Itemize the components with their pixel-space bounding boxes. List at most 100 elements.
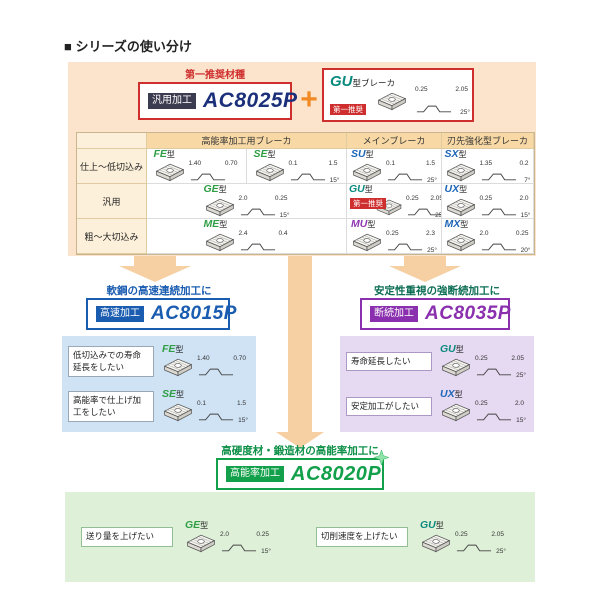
breaker-code: MU (351, 219, 368, 230)
breaker-label: MX型 (445, 219, 531, 230)
breaker-label: SU型 (351, 149, 437, 160)
insert-icon (351, 231, 383, 253)
breaker-suffix: 型 (364, 184, 373, 194)
profile-drawing (476, 410, 512, 423)
breaker-code: GU (420, 518, 436, 531)
dim-value: 1.5 (236, 400, 246, 407)
dim-value: 0.1 (386, 159, 396, 167)
insert-icon (204, 196, 236, 218)
table-cell: FE型 1.40 0.70 (147, 149, 247, 184)
grade-name-ac8035p: AC8035P (425, 303, 511, 324)
breaker-code: SU (351, 149, 366, 160)
grade-name-ac8020p: AC8020P (291, 462, 382, 485)
profile-drawing (198, 410, 234, 423)
dim-value: 0.4 (278, 229, 288, 237)
dim-value: 2.05 (511, 355, 524, 362)
breaker-suffix: 型 (267, 149, 276, 159)
breaker-code: GU (349, 184, 365, 195)
breaker-suffix: 型 (367, 219, 376, 229)
breaker-label: GE型 (204, 184, 290, 195)
profile-drawing (240, 205, 276, 218)
breaker-suffix: 型 (218, 184, 227, 194)
breaker-label: SE型 (162, 389, 248, 400)
breaker-suffix: 型 (458, 149, 467, 159)
profile-drawing (240, 240, 276, 253)
insert-icon (154, 161, 186, 183)
grade-name-ac8015p: AC8015P (151, 303, 237, 324)
first-recommend-grade-label: 第一推奨材種 (185, 70, 245, 81)
breaker-label: UX型 (440, 389, 526, 400)
breaker-label: MU型 (351, 219, 437, 230)
col-header-high-efficiency: 高能率加工用ブレーカ (147, 133, 347, 149)
use-case-text: 高能率で仕上げ加工をしたい (68, 391, 154, 422)
breaker-suffix: 型 (219, 219, 228, 229)
grade-box-ac8020p: 高能率加工 AC8020P (216, 449, 390, 490)
sparkle-icon (373, 449, 390, 466)
dim-value: 1.35 (479, 159, 493, 167)
dim-value: 2.05 (491, 530, 504, 538)
breaker-label: FE型 (154, 149, 240, 160)
insert-icon (185, 532, 217, 554)
dim-value: 7° (524, 176, 531, 184)
dim-value: 25° (427, 246, 437, 254)
grade-box-ac8025p: 汎用加工 AC8025P (138, 82, 297, 120)
insert-icon (351, 161, 383, 183)
grade-box-ac8035p: 断続加工 AC8035P (360, 298, 510, 330)
profile-drawing (190, 170, 226, 183)
dim-value: 0.70 (224, 159, 238, 167)
flow-arrow-center-shaft (288, 256, 312, 432)
profile-drawing (290, 170, 326, 183)
profile-drawing (407, 205, 441, 218)
dimension-diagram: 1.40 0.70 (188, 160, 240, 184)
dim-value: 0.25 (256, 530, 269, 538)
breaker-code: SX (444, 149, 459, 160)
first-recommend-badge: 第一推奨 (330, 104, 366, 115)
dim-value: 1.40 (188, 159, 202, 167)
breaker-table: 高能率加工用ブレーカ メインブレーカ 刃先強化型ブレーカ 仕上〜低切込み FE型… (76, 132, 535, 255)
dim-value: 25° (427, 176, 437, 184)
insert-icon (162, 356, 194, 378)
insert-icon (376, 90, 408, 112)
row-header-general: 汎用 (77, 184, 147, 219)
breaker-code: UX (440, 388, 455, 400)
dim-value: 1.5 (328, 159, 338, 167)
breaker-label: GU型 (349, 184, 441, 195)
dim-value: 15° (279, 211, 290, 219)
dim-value: 2.0 (479, 229, 489, 237)
dim-value: 2.0 (220, 530, 230, 538)
insert-icon (162, 401, 194, 423)
dim-value: 0.70 (233, 355, 246, 362)
breaker-suffix: 型ブレーカ (352, 78, 396, 88)
page-title: ■ シリーズの使い分け (64, 39, 192, 54)
heading-ac8020p: 高硬度材・鍛造材の高能率加工に (221, 445, 379, 457)
breaker-suffix: 型 (176, 390, 185, 399)
breaker-code: GU (330, 73, 353, 90)
profile-drawing (481, 170, 517, 183)
grade-badge-ac8015p: 高速加工 (96, 306, 144, 322)
